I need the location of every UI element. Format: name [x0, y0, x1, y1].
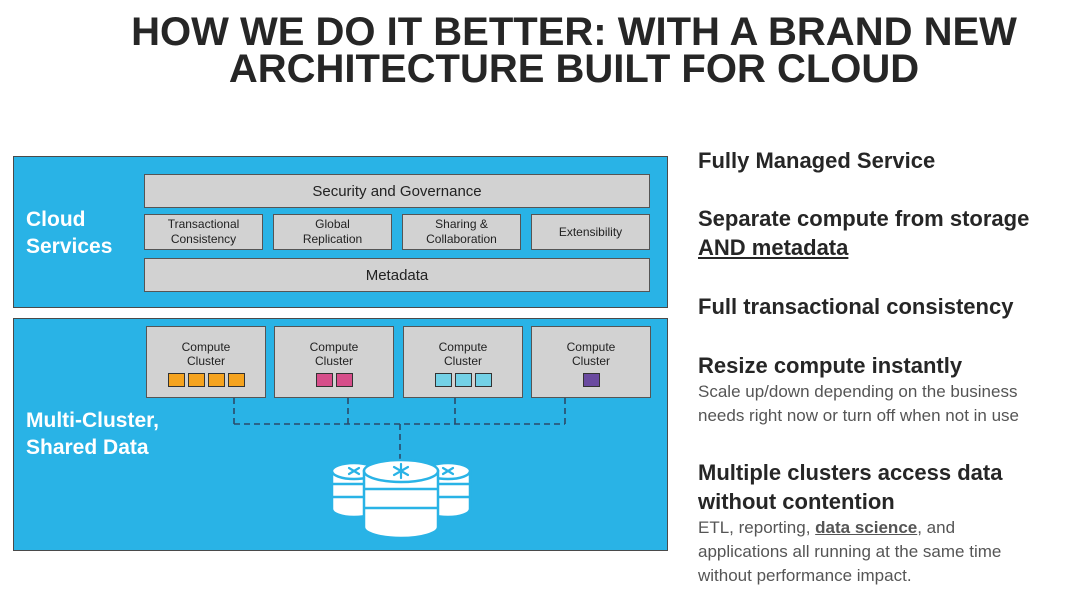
compute-cluster-label-line-2: Cluster	[571, 354, 610, 368]
cloud-services-label-line-2: Services	[26, 235, 113, 258]
cluster-nodes	[532, 373, 650, 387]
compute-cluster-label-line-2: Cluster	[186, 354, 225, 368]
compute-node	[434, 373, 452, 387]
compute-cluster-label-line-1: Compute	[566, 340, 616, 354]
snowflake-icon	[347, 462, 455, 480]
cluster-nodes	[147, 373, 265, 387]
feature-item-multiple-clusters: Multiple clusters access data without co…	[698, 458, 1088, 588]
feature-heading-line-1: Fully Managed Service	[698, 148, 936, 173]
cloud-services-label: Cloud Services	[26, 206, 112, 260]
title-line-2: ARCHITECTURE BUILT FOR CLOUD	[228, 47, 920, 91]
compute-cluster-label-line-1: Compute	[309, 340, 359, 354]
feature-heading-line-2: without contention	[698, 489, 895, 514]
compute-cluster-1: Compute Cluster	[146, 326, 266, 398]
feature-heading: Multiple clusters access data without co…	[698, 458, 1088, 516]
page-title: HOW WE DO IT BETTER: WITH A BRAND NEW AR…	[0, 10, 1090, 91]
compute-node	[227, 373, 245, 387]
compute-cluster-label-line-1: Compute	[438, 340, 488, 354]
compute-cluster-3: Compute Cluster	[403, 326, 523, 398]
cluster-nodes	[404, 373, 522, 387]
title-line-1: HOW WE DO IT BETTER: WITH A BRAND NEW	[131, 10, 1017, 54]
compute-node	[474, 373, 492, 387]
cluster-connector-diagram	[233, 398, 566, 540]
data-science-link[interactable]: data science	[815, 518, 918, 537]
service-label-line-1: Extensibility	[558, 224, 623, 239]
compute-cluster-4: Compute Cluster	[531, 326, 651, 398]
database-stack-icon	[330, 458, 472, 540]
compute-node	[582, 373, 600, 387]
compute-node	[207, 373, 225, 387]
service-label-line-1: Transactional	[167, 217, 240, 231]
service-global-replication: Global Replication	[273, 214, 392, 250]
multi-cluster-panel: Multi-Cluster, Shared Data Compute Clust…	[13, 318, 668, 551]
feature-heading-line-1: Resize compute instantly	[698, 353, 963, 378]
description-text: , and	[917, 518, 956, 537]
compute-cluster-label-line-2: Cluster	[443, 354, 482, 368]
metadata-box: Metadata	[144, 258, 650, 292]
service-label-line-1: Global	[315, 217, 350, 231]
compute-node	[167, 373, 185, 387]
service-label-line-1: Sharing &	[435, 217, 488, 231]
feature-heading: Fully Managed Service	[698, 146, 1088, 175]
compute-cluster-label-line-2: Cluster	[314, 354, 353, 368]
feature-description: Scale up/down depending on the business …	[698, 380, 1088, 428]
compute-node	[335, 373, 353, 387]
multi-cluster-label-line-1: Multi-Cluster,	[26, 409, 160, 432]
feature-item-resize: Resize compute instantly Scale up/down d…	[698, 351, 1088, 428]
feature-heading: Separate compute from storage AND metada…	[698, 204, 1088, 262]
feature-item-separate-compute: Separate compute from storage AND metada…	[698, 204, 1088, 262]
feature-description-line-2: applications all running at the same tim…	[698, 542, 1002, 561]
service-transactional-consistency: Transactional Consistency	[144, 214, 263, 250]
compute-cluster-2: Compute Cluster	[274, 326, 394, 398]
service-label-line-2: Consistency	[170, 232, 237, 246]
cluster-nodes	[275, 373, 393, 387]
service-extensibility: Extensibility	[531, 214, 650, 250]
feature-description-line-3: without performance impact.	[698, 566, 912, 585]
multi-cluster-label-line-2: Shared Data	[26, 436, 149, 459]
feature-item-managed: Fully Managed Service	[698, 146, 1088, 175]
feature-description-line-1: ETL, reporting, data science, and	[698, 516, 1088, 540]
compute-cluster-label-line-1: Compute	[181, 340, 231, 354]
feature-heading-line-1: Separate compute from storage	[698, 206, 1030, 231]
compute-node	[315, 373, 333, 387]
feature-description: ETL, reporting, data science, and applic…	[698, 516, 1088, 588]
feature-heading-line-1: Full transactional consistency	[698, 294, 1014, 319]
compute-node	[187, 373, 205, 387]
security-governance-box: Security and Governance	[144, 174, 650, 208]
feature-description-line-2: needs right now or turn off when not in …	[698, 406, 1019, 425]
cloud-services-panel: Cloud Services Security and Governance T…	[13, 156, 668, 308]
service-label-line-2: Replication	[302, 232, 363, 246]
compute-node	[454, 373, 472, 387]
multi-cluster-label: Multi-Cluster, Shared Data	[26, 407, 159, 461]
feature-heading: Resize compute instantly	[698, 351, 1088, 380]
feature-heading: Full transactional consistency	[698, 292, 1088, 321]
cloud-services-label-line-1: Cloud	[26, 208, 86, 231]
feature-heading-line-2: AND metadata	[698, 235, 849, 260]
connector-lines	[233, 398, 566, 459]
service-label-line-2: Collaboration	[426, 232, 497, 246]
description-text: ETL, reporting,	[698, 518, 816, 537]
feature-description-line-1: Scale up/down depending on the business	[698, 382, 1018, 401]
feature-heading-line-1: Multiple clusters access data	[698, 460, 1003, 485]
feature-item-consistency: Full transactional consistency	[698, 292, 1088, 321]
service-sharing-collaboration: Sharing & Collaboration	[402, 214, 521, 250]
